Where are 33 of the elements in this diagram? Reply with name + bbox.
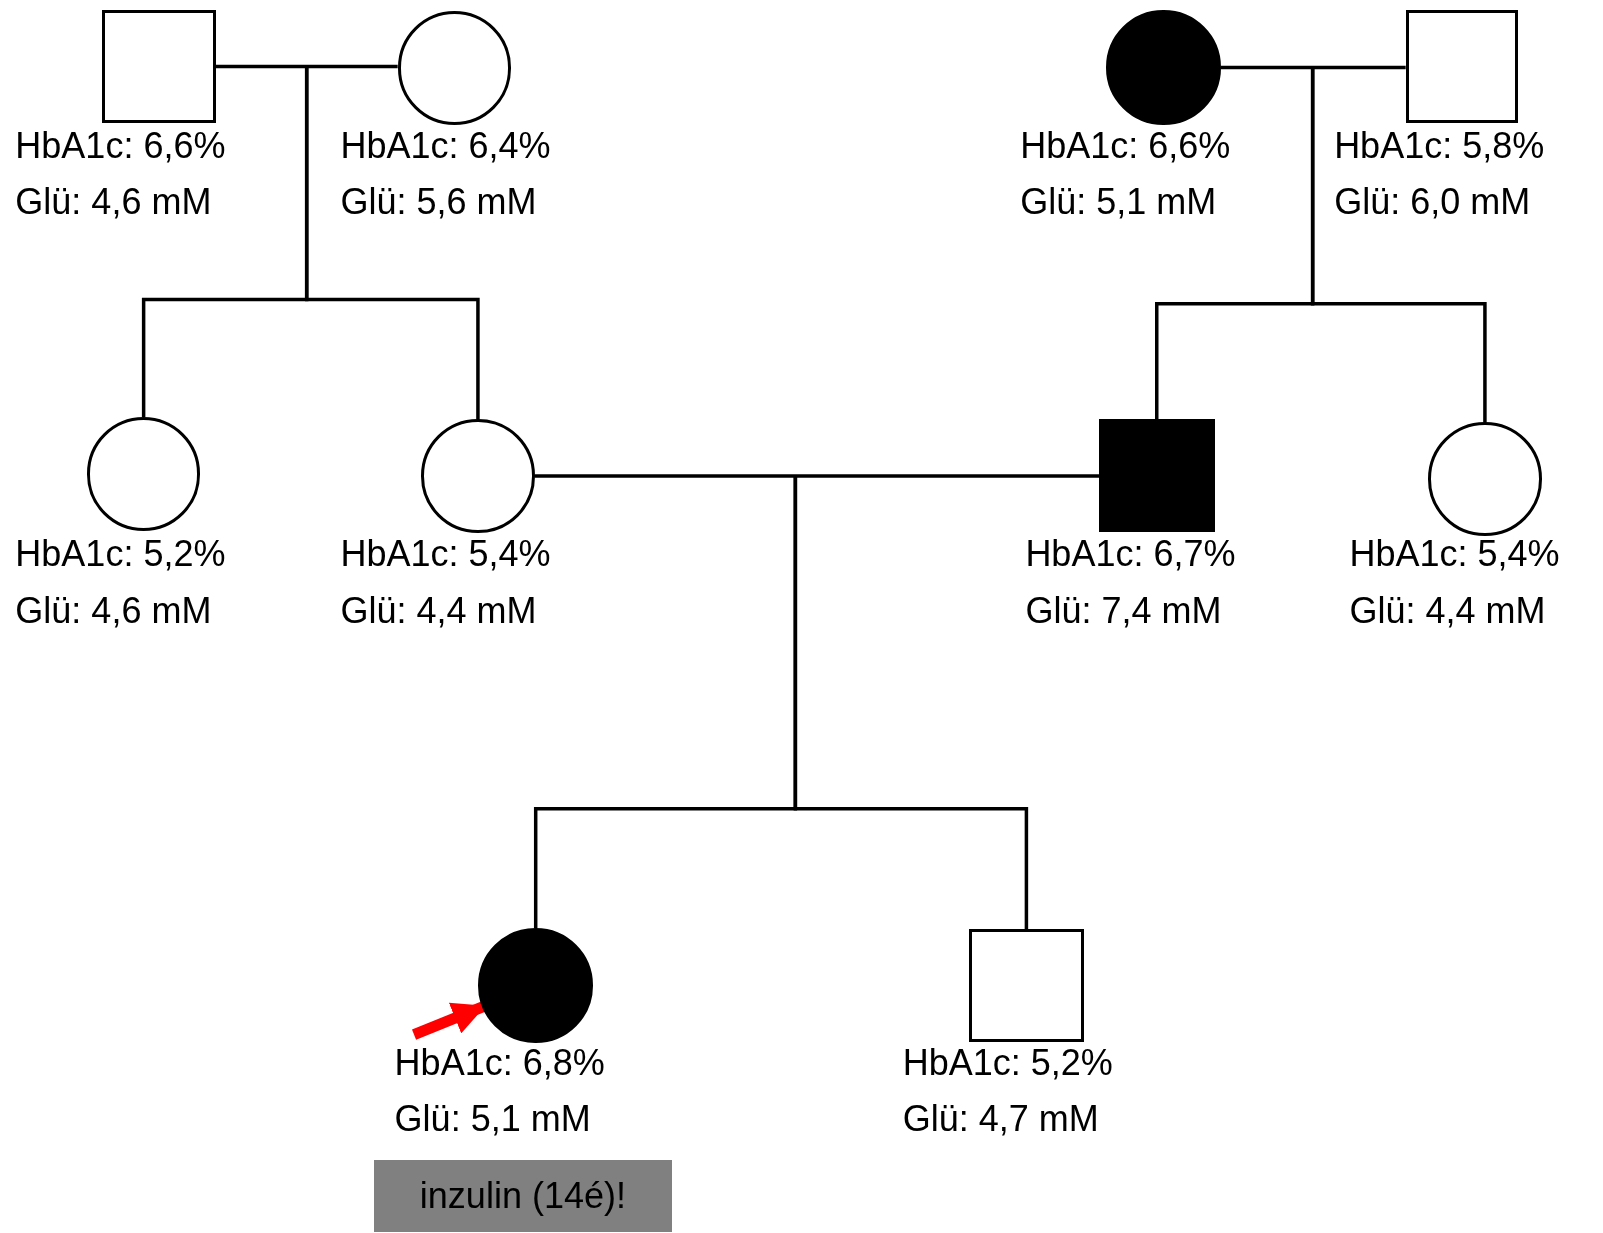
affected-male-symbol: [1099, 419, 1215, 532]
measurement-text: HbA1c: 6,4%: [340, 123, 551, 168]
measurement-text: Glü: 4,4 mM: [340, 588, 537, 633]
measurement-text: HbA1c: 5,8%: [1334, 123, 1545, 168]
pedigree-line: [534, 474, 1099, 478]
pedigree-line: [1220, 65, 1406, 70]
pedigree-line: [1310, 67, 1487, 423]
measurement-text: Glü: 5,6 mM: [340, 179, 537, 224]
measurement-text: Glü: 5,1 mM: [394, 1096, 591, 1141]
male-symbol: [1405, 10, 1519, 123]
pedigree-line: [304, 67, 480, 420]
measurement-text: Glü: 6,0 mM: [1334, 179, 1531, 224]
male-symbol: [969, 929, 1084, 1042]
arrow: [411, 1001, 486, 1040]
note-box: [374, 1160, 672, 1232]
measurement-text: Glü: 4,6 mM: [15, 179, 212, 224]
measurement-text: HbA1c: 5,2%: [15, 532, 226, 577]
measurement-text: HbA1c: 5,4%: [340, 532, 551, 577]
measurement-text: HbA1c: 6,7%: [1025, 532, 1236, 577]
measurement-text: Glü: 4,7 mM: [902, 1096, 1099, 1141]
note-text: inzulin (14é)!: [419, 1175, 626, 1218]
measurement-text: Glü: 4,4 mM: [1349, 588, 1546, 633]
measurement-text: HbA1c: 6,6%: [15, 123, 226, 168]
measurement-text: HbA1c: 6,6%: [1020, 123, 1231, 168]
measurement-text: HbA1c: 5,4%: [1349, 532, 1560, 577]
pedigree-line: [793, 475, 1029, 930]
measurement-text: Glü: 5,1 mM: [1020, 179, 1217, 224]
measurement-text: HbA1c: 6,8%: [394, 1040, 605, 1085]
pedigree-line: [215, 64, 398, 69]
measurement-text: HbA1c: 5,2%: [902, 1040, 1113, 1085]
measurement-text: Glü: 4,6 mM: [15, 588, 212, 633]
measurement-text: Glü: 7,4 mM: [1025, 588, 1222, 633]
male-symbol: [102, 10, 216, 123]
